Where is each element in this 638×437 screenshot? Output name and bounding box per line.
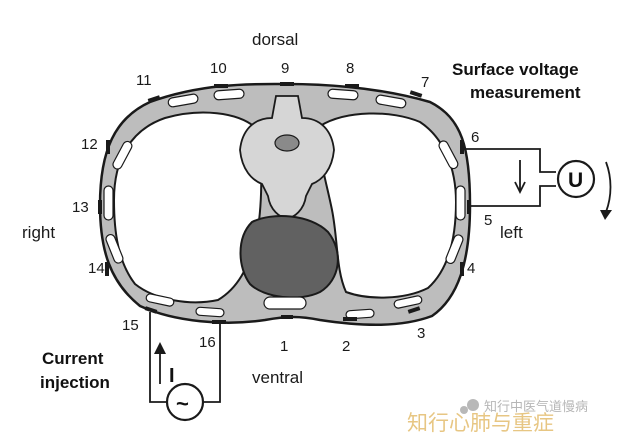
electrode-label-5: 5 — [484, 212, 492, 229]
voltage-circuit — [464, 148, 612, 213]
watermark-logo — [460, 399, 479, 414]
electrode-label-14: 14 — [88, 260, 105, 277]
heart — [239, 215, 339, 299]
electrode-label-2: 2 — [342, 338, 350, 355]
injection-title: injection — [40, 373, 110, 392]
dorsal-label: dorsal — [252, 30, 298, 49]
watermark-account: 知行中医气道慢病 — [484, 399, 588, 415]
electrode-label-16: 16 — [199, 334, 216, 351]
electrode-label-4: 4 — [467, 260, 475, 277]
watermark-brand: 知行心肺与重症 — [407, 411, 554, 435]
surface-voltage-title: Surface voltage — [452, 60, 579, 79]
ac-source-symbol: ~ — [176, 391, 189, 416]
electrode-label-10: 10 — [210, 60, 227, 77]
sternum — [263, 296, 307, 310]
electrode-label-7: 7 — [421, 74, 429, 91]
voltmeter-circle — [556, 159, 596, 199]
voltmeter-symbol: U — [568, 169, 583, 192]
electrode-label-3: 3 — [417, 325, 425, 342]
current-title: Current — [42, 349, 104, 368]
electrode-label-13: 13 — [72, 199, 89, 216]
electrode-label-9: 9 — [281, 60, 289, 77]
electrode-label-12: 12 — [81, 136, 98, 153]
rotation-arrow-head — [600, 210, 612, 220]
right-lung — [112, 111, 263, 304]
current-arrow-head — [154, 342, 166, 354]
electrode-label-15: 15 — [122, 317, 139, 334]
ventral-label: ventral — [252, 368, 303, 387]
electrode-label-11: 11 — [136, 72, 152, 89]
electrode-label-6: 6 — [471, 129, 479, 146]
electrode-pads — [98, 82, 471, 324]
rib-segments — [103, 88, 466, 320]
spinal-canal — [274, 134, 300, 152]
left-lung — [318, 112, 458, 299]
left-label: left — [500, 223, 523, 242]
electrode-label-8: 8 — [346, 60, 354, 77]
electrode-label-1: 1 — [280, 338, 288, 355]
injection-circuit — [149, 312, 221, 403]
right-label: right — [22, 223, 55, 242]
measurement-title: measurement — [470, 83, 581, 102]
current-symbol: I — [169, 365, 175, 387]
ac-source-circle — [165, 382, 205, 422]
